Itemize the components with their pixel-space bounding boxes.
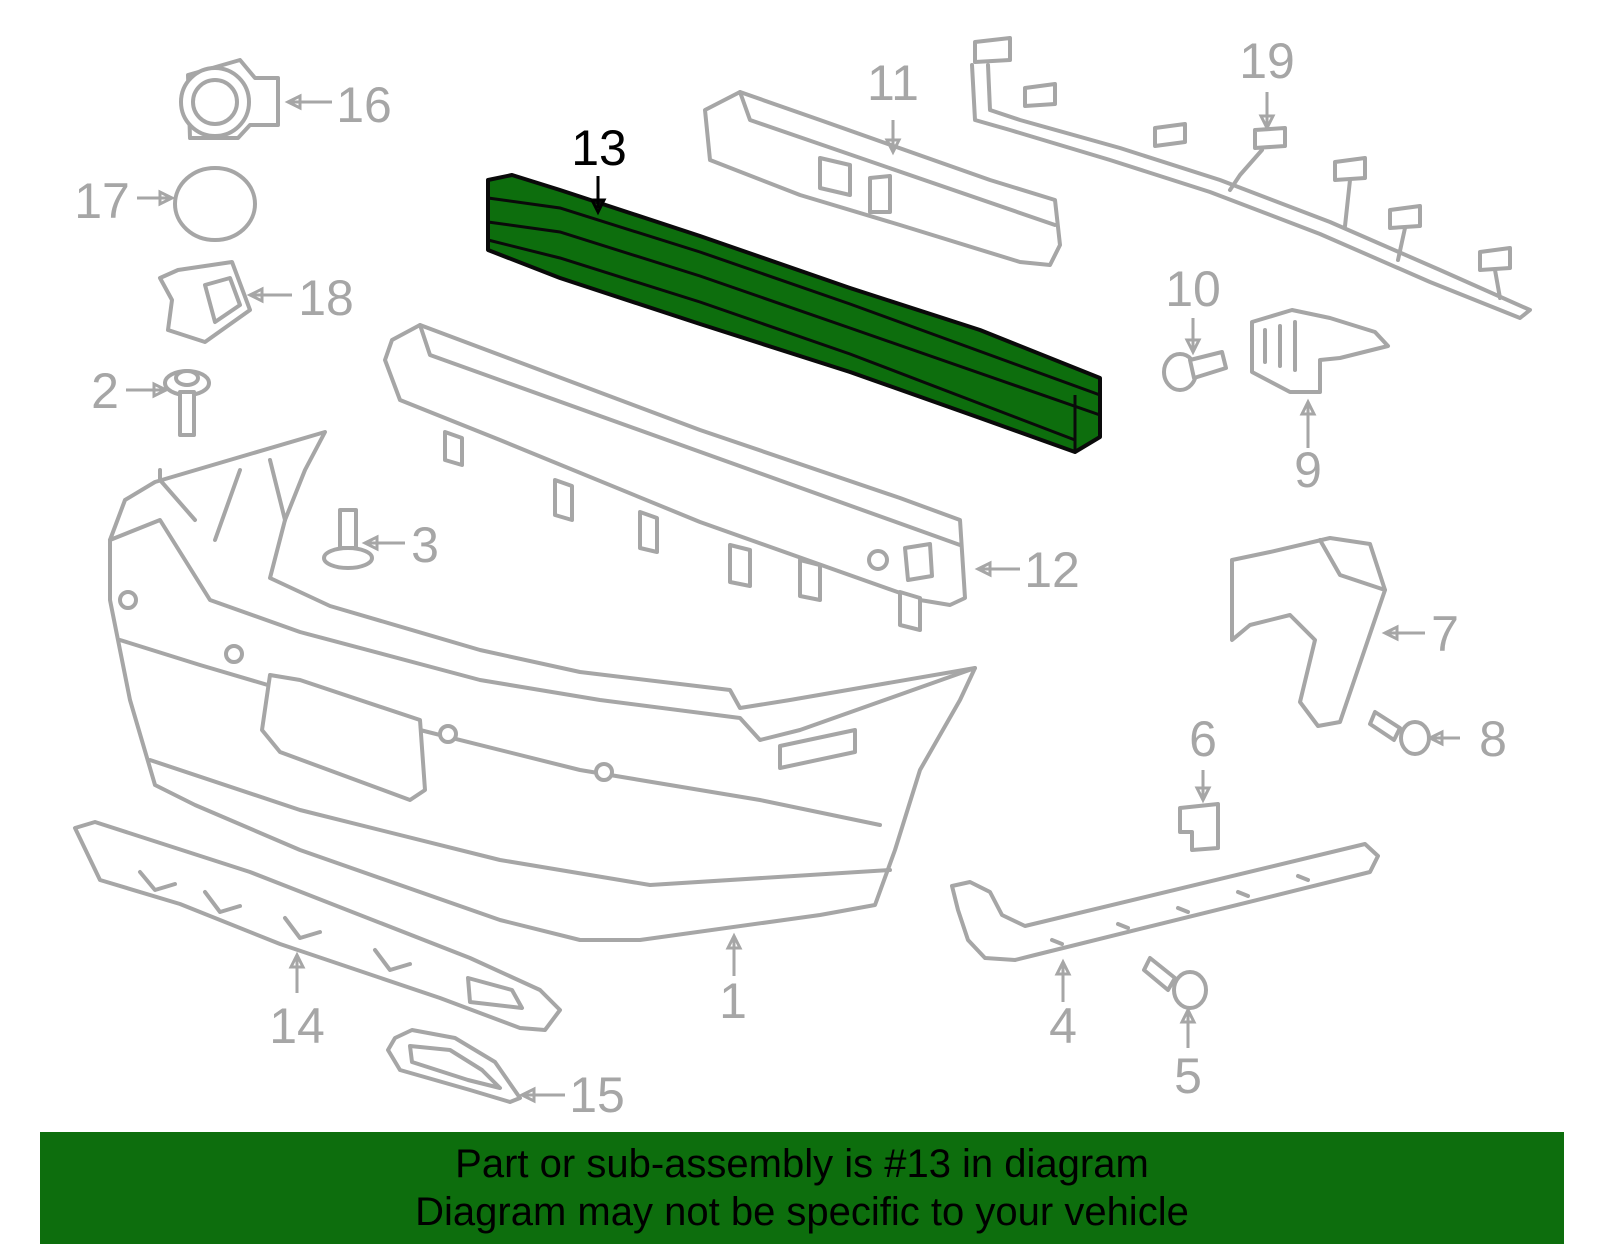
part-2-screw[interactable] [163,369,211,437]
callout-7: 7 [1431,606,1459,662]
callout-14: 14 [269,998,325,1054]
callout-17: 17 [74,173,130,229]
callout-5: 5 [1174,1048,1202,1104]
banner-disclaimer: Diagram may not be specific to your vehi… [415,1190,1189,1234]
banner-part-note: Part or sub-assembly is #13 in diagram [455,1142,1149,1186]
part-3-stud[interactable] [322,508,374,570]
part-19-wiring-harness[interactable] [970,36,1532,320]
callout-3: 3 [411,517,439,573]
part-11-energy-absorber[interactable] [703,90,1062,267]
leader-lines [126,92,1460,1104]
callout-12: 12 [1024,542,1080,598]
callout-19: 19 [1239,33,1295,89]
callout-15: 15 [569,1067,625,1123]
callout-18: 18 [298,270,354,326]
part-18-sensor-bracket[interactable] [158,260,252,344]
callout-9: 9 [1294,442,1322,498]
callout-numbers: 1 2 3 4 5 6 7 8 9 10 11 12 13 14 15 16 1… [74,33,1507,1123]
callout-6: 6 [1189,711,1217,767]
info-banner-background [40,1132,1564,1244]
callout-4: 4 [1049,998,1077,1054]
callout-11: 11 [867,55,919,111]
part-10-bolt[interactable] [1162,350,1228,392]
part-17-sensor-ring[interactable] [173,166,257,242]
callout-16: 16 [336,77,392,133]
callout-8: 8 [1479,711,1507,767]
part-4-trim-strip[interactable] [950,842,1380,962]
part-9-bracket[interactable] [1250,308,1390,394]
part-16-parking-sensor[interactable] [179,58,280,140]
info-banner: Part or sub-assembly is #13 in diagram D… [40,1132,1564,1244]
part-12-bumper-absorber[interactable] [383,323,967,632]
callout-1: 1 [719,973,747,1029]
part-6-clip[interactable] [1178,802,1220,852]
callout-10: 10 [1165,261,1221,317]
part-7-bumper-bracket[interactable] [1230,536,1387,728]
part-5-screw[interactable] [1142,956,1208,1010]
part-8-bolt[interactable] [1368,710,1431,756]
callout-13: 13 [571,120,627,176]
part-14-lower-valance[interactable] [73,820,562,1032]
callout-2: 2 [91,363,119,419]
part-1-bumper-cover[interactable] [108,430,977,942]
part-13-bumper-reinforcement[interactable] [486,173,1102,454]
part-15-reflector[interactable] [386,1028,522,1104]
